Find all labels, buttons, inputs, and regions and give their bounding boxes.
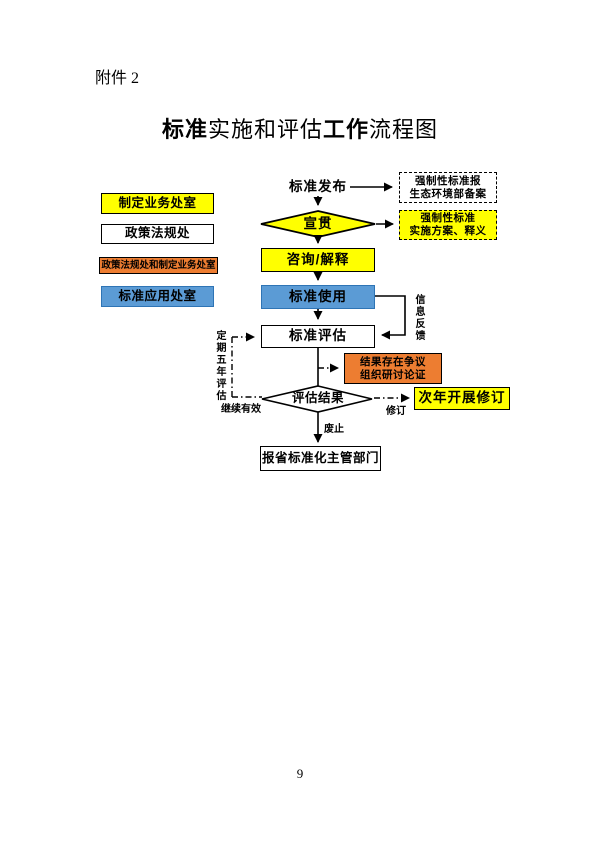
- plan-line2: 实施方案、释义: [409, 225, 487, 237]
- dispute-line1: 结果存在争议: [360, 355, 426, 368]
- node-promotion-diamond-label: 宣贯: [303, 215, 333, 231]
- node-mandatory-standard-filing: 强制性标准报 生态环境部备案: [399, 172, 497, 203]
- plan-line1: 强制性标准: [420, 212, 476, 224]
- label-abolish: 废止: [324, 424, 344, 435]
- label-periodic-five-year-evaluation: 定期五年评估: [214, 330, 225, 402]
- node-standard-publish: 标准发布: [289, 179, 347, 195]
- label-information-feedback: 信息反馈: [413, 294, 424, 342]
- filing-line2: 生态环境部备案: [409, 187, 487, 200]
- node-consultation: 咨询/解释: [261, 248, 375, 272]
- label-continue-valid: 继续有效: [221, 404, 261, 415]
- attachment-label: 附件 2: [95, 70, 140, 87]
- label-revise: 修订: [386, 406, 406, 417]
- filing-line1: 强制性标准报: [415, 174, 481, 187]
- node-report-to-authority: 报省标准化主管部门: [260, 446, 381, 471]
- page-number: 9: [296, 766, 304, 781]
- dispute-line2: 组织研讨论证: [360, 368, 426, 381]
- title-part-shishi: 实施和评估: [207, 117, 323, 142]
- legend-item-drafting-division: 制定业务处室: [101, 193, 214, 214]
- node-standard-use: 标准使用: [261, 285, 375, 309]
- title-part-gongzuo: 工作: [323, 117, 370, 142]
- node-revise-next-year: 次年开展修订: [414, 387, 510, 410]
- legend-item-policy-law-division: 政策法规处: [101, 224, 214, 244]
- legend-item-policy-and-drafting-division: 政策法规处和制定业务处室: [99, 257, 218, 274]
- title-part-biaozhun: 标准: [161, 117, 208, 142]
- node-dispute-discussion: 结果存在争议 组织研讨论证: [344, 353, 442, 384]
- legend-item-application-division: 标准应用处室: [101, 286, 214, 307]
- node-implementation-plan: 强制性标准 实施方案、释义: [399, 210, 497, 240]
- node-evaluation-result-label: 评估结果: [291, 391, 344, 406]
- title-part-liucheng: 流程图: [369, 117, 439, 142]
- edge-feedback-loop: [375, 295, 406, 340]
- node-standard-evaluation: 标准评估: [261, 325, 375, 348]
- page-title: 标准实施和评估工作流程图: [0, 112, 600, 144]
